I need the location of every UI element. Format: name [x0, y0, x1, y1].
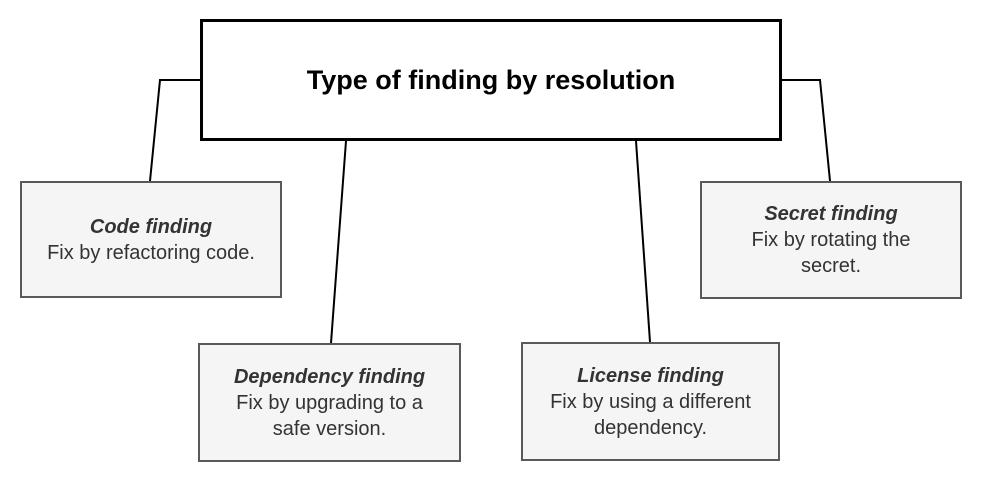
- node-secret-finding-description: Fix by rotating the secret.: [751, 229, 911, 277]
- node-code-finding-description: Fix by refactoring code.: [47, 241, 255, 264]
- node-license-finding: License finding Fix by using a different…: [521, 342, 780, 461]
- connector-root-to-secret: [782, 79, 831, 182]
- root-node-label: Type of finding by resolution: [306, 64, 676, 95]
- node-license-finding-description: Fix by using a different dependency.: [550, 390, 751, 439]
- root-node: Type of finding by resolution: [200, 19, 782, 141]
- node-dependency-finding-title: Dependency finding: [233, 365, 426, 388]
- connector-root-to-code: [149, 79, 200, 182]
- node-secret-finding: Secret finding Fix by rotating the secre…: [700, 181, 962, 299]
- node-code-finding: Code finding Fix by refactoring code.: [20, 181, 282, 298]
- node-dependency-finding-description: Fix by upgrading to a safe version.: [236, 391, 423, 440]
- node-dependency-finding: Dependency finding Fix by upgrading to a…: [198, 343, 461, 462]
- connector-root-to-dependency: [330, 140, 347, 344]
- node-license-finding-title: License finding: [577, 364, 724, 387]
- node-code-finding-title: Code finding: [89, 215, 213, 238]
- connector-root-to-license: [635, 140, 651, 343]
- node-secret-finding-title: Secret finding: [764, 203, 898, 225]
